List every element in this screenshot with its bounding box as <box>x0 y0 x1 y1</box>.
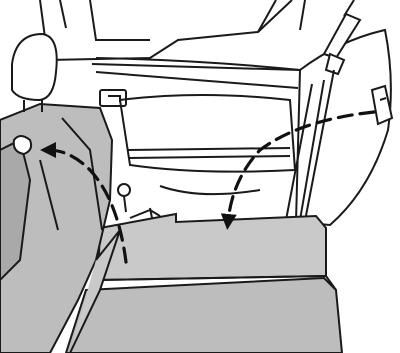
door-panel <box>92 64 300 194</box>
headrest-icon <box>12 34 57 112</box>
door-handle-icon <box>100 90 126 106</box>
door-frame <box>40 0 307 120</box>
release-lever-icon <box>14 136 31 154</box>
